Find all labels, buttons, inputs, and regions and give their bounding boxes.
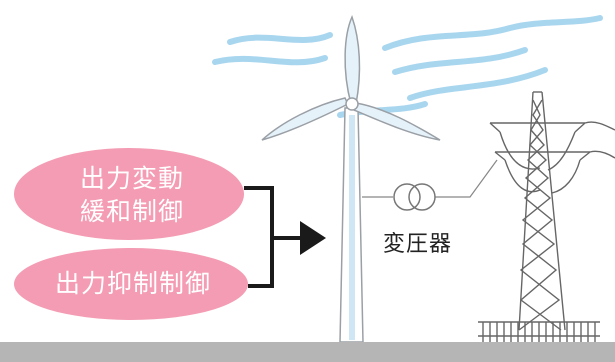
output-smoothing-pill (14, 148, 244, 240)
transformer-icon (393, 183, 436, 211)
output-curtailment-label: 出力抑制制御 (54, 269, 211, 298)
output-smoothing-label: 出力変動 緩和制御 (22, 162, 242, 228)
transmission-tower-icon (478, 91, 615, 342)
output-smoothing-line-1: 出力変動 (79, 164, 184, 193)
transformer-label: 変圧器 (383, 232, 453, 257)
output-curtailment-pill (14, 248, 248, 320)
power-line (362, 159, 498, 198)
output-smoothing-line-2: 緩和制御 (79, 197, 184, 226)
arrow-right-icon (300, 221, 326, 255)
control-bracket (244, 186, 302, 288)
ground (0, 342, 615, 362)
wind-turbine-icon (261, 14, 441, 343)
